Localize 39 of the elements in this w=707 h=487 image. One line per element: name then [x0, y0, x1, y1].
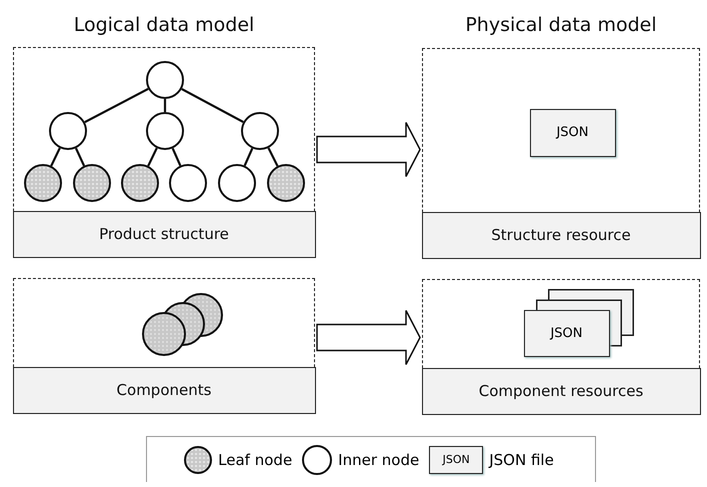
inner-node-circle — [218, 164, 256, 202]
leaf-node-circle — [72, 164, 110, 202]
dashed-panel — [422, 48, 700, 258]
tree-line — [172, 148, 182, 166]
tree-line — [50, 148, 61, 166]
json-file-box: JSON — [524, 310, 610, 356]
dashed-panel — [13, 278, 315, 413]
tree-line — [74, 148, 86, 166]
leaf-node-circle — [120, 164, 158, 202]
inner-node-circle — [240, 112, 278, 150]
caption-band: Components — [12, 366, 316, 414]
leaf-node-circle — [266, 164, 304, 202]
column-heading: Logical data model — [72, 14, 256, 36]
dashed-panel — [13, 47, 315, 257]
inner-node-circle — [146, 60, 184, 98]
tree-line — [164, 99, 166, 112]
tree-line — [181, 88, 244, 123]
card-stack-drawing — [524, 288, 634, 356]
stacked-circles-drawing — [140, 292, 224, 356]
legend-label: JSON file — [489, 450, 554, 468]
tree-line — [268, 148, 278, 166]
json-file-icon: JSON — [429, 446, 484, 474]
legend-label: Leaf node — [218, 450, 292, 468]
dashed-panel — [422, 279, 700, 414]
block-arrow — [316, 122, 421, 178]
caption-band: Component resources — [422, 368, 700, 414]
column-heading: Physical data model — [464, 14, 658, 36]
leaf-node-circle — [24, 164, 62, 202]
tree-line — [244, 148, 254, 166]
block-arrow — [316, 310, 421, 366]
caption-band: Product structure — [12, 210, 316, 258]
inner-node-circle — [168, 164, 206, 202]
inner-node-circle — [146, 112, 184, 150]
legend-label: Inner node — [338, 450, 420, 468]
tree-line — [147, 148, 158, 166]
caption-band: Structure resource — [422, 212, 700, 258]
inner-node-circle — [48, 112, 86, 150]
tree-line — [84, 88, 149, 124]
json-file-box: JSON — [530, 108, 616, 156]
